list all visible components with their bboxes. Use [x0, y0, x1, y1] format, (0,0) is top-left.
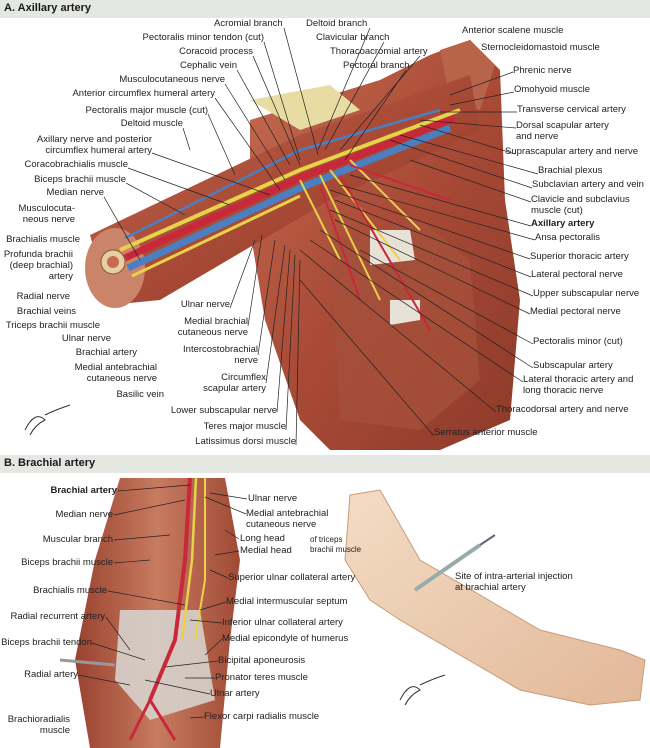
arm-illustration [85, 75, 480, 331]
label-clavicle-subclavius: Clavicle and subclavius muscle (cut) [531, 194, 630, 216]
label-cephalic-vein: Cephalic vein [179, 60, 237, 71]
label-pectoralis-major-muscle: Pectoralis major muscle (cut) [85, 105, 208, 116]
label-phrenic-nerve: Phrenic nerve [513, 65, 572, 76]
label-omohyoid-muscle: Omohyoid muscle [514, 84, 591, 95]
label-superior-thoracic-artery: Superior thoracic artery [530, 251, 629, 262]
label-serratus-anterior-muscle: Serratus anterior muscle [434, 427, 538, 438]
label-biceps-brachii-tendon: Biceps brachii tendon [1, 637, 92, 648]
label-latissimus-dorsi-muscle: Latissimus dorsi muscle [195, 436, 296, 447]
label-median-nerve: Median nerve [55, 509, 113, 520]
section-b-header: B. Brachial artery [0, 455, 650, 473]
label-thoracodorsal-artery: Thoracodorsal artery and nerve [496, 404, 629, 415]
label-of-triceps: of triceps brachii muscle [310, 535, 362, 554]
label-thoracoacromial-artery: Thoracoacromial artery [330, 46, 428, 57]
label-bicipital-aponeurosis: Bicipital aponeurosis [218, 655, 306, 666]
label-anterior-scalene-muscle: Anterior scalene muscle [462, 25, 564, 36]
label-axillary-nerve: Axillary nerve and posterior circumflex … [36, 134, 152, 156]
label-brachialis-muscle: Brachialis muscle [33, 585, 107, 596]
netter-signature [24, 404, 446, 706]
label-long-head: Long head [240, 533, 285, 544]
label-lateral-thoracic-artery: Lateral thoracic artery and long thoraci… [523, 374, 634, 396]
label-dorsal-scapular-artery: Dorsal scapular artery and nerve [516, 120, 609, 142]
label-ulnar-nerve-left: Ulnar nerve [61, 333, 111, 344]
label-coracoid-process: Coracoid process [179, 46, 253, 57]
label-basilic-vein: Basilic vein [116, 389, 164, 400]
label-transverse-cervical-artery: Transverse cervical artery [517, 104, 626, 115]
label-brachial-veins: Brachial veins [16, 306, 76, 317]
label-pectoralis-minor: Pectoralis minor (cut) [533, 336, 623, 347]
label-teres-major-muscle: Teres major muscle [203, 421, 286, 432]
label-medial-pectoral-nerve: Medial pectoral nerve [530, 306, 621, 317]
label-medial-intermuscular-septum: Medial intermuscular septum [226, 596, 348, 607]
label-acromial-branch: Acromial branch [214, 18, 283, 29]
label-medial-head: Medial head [240, 545, 292, 556]
label-intercostobrachial-nerve: Intercostobrachial nerve [183, 344, 258, 366]
label-upper-subscapular-nerve: Upper subscapular nerve [533, 288, 640, 299]
label-brachial-plexus: Brachial plexus [538, 165, 603, 176]
label-median-nerve: Median nerve [46, 187, 104, 198]
label-anterior-circumflex-humeral-artery: Anterior circumflex humeral artery [72, 88, 215, 99]
label-flexor-carpi-radialis-muscle: Flexor carpi radialis muscle [204, 711, 320, 722]
label-muscular-branch: Muscular branch [42, 534, 113, 545]
label-deltoid-branch: Deltoid branch [306, 18, 368, 29]
label-deltoid-muscle: Deltoid muscle [120, 118, 183, 129]
label-injection-site: Site of intra-arterial injection at brac… [455, 571, 573, 593]
label-clavicular-branch: Clavicular branch [316, 32, 390, 43]
label-radial-artery: Radial artery [24, 669, 78, 680]
section-a-header: A. Axillary artery [0, 0, 650, 18]
leader-lines-a [103, 27, 539, 446]
leader-lines-b [77, 484, 248, 719]
label-musculocutaneous-nerve: Musculocutaneous nerve [119, 74, 225, 85]
label-ulnar-nerve: Ulnar nerve [248, 493, 298, 504]
label-coracobrachialis-muscle: Coracobrachialis muscle [24, 159, 128, 170]
label-brachial-artery: Brachial artery [75, 347, 137, 358]
label-medial-antebrachial-cutaneous-nerve: Medial antebrachial cutaneous nerve [74, 362, 157, 384]
label-brachioradialis-muscle: Brachioradialis muscle [7, 714, 70, 736]
label-superior-ulnar-collateral-artery: Superior ulnar collateral artery [228, 572, 356, 583]
label-medial-brachial-cutaneous-nerve: Medial brachial cutaneous nerve [177, 316, 248, 338]
label-ulnar-artery: Ulnar artery [210, 688, 260, 699]
label-circumflex-scapular-artery: Circumflex scapular artery [203, 372, 266, 394]
label-inferior-ulnar-collateral-artery: Inferior ulnar collateral artery [222, 617, 343, 628]
label-musculocutaneous-nerve-2: Musculocuta- neous nerve [18, 203, 76, 225]
label-brachial-artery: Brachial artery [50, 485, 117, 496]
forearm-injection-illustration [344, 489, 646, 706]
label-biceps-brachii-muscle: Biceps brachii muscle [21, 557, 113, 568]
label-profunda-brachii: Profunda brachii (deep brachial) artery [3, 249, 73, 282]
label-lateral-pectoral-nerve: Lateral pectoral nerve [531, 269, 623, 280]
label-triceps-brachii-muscle: Triceps brachii muscle [5, 320, 100, 331]
elbow-illustration [59, 477, 240, 748]
label-axillary-artery: Axillary artery [531, 218, 595, 229]
label-brachialis-muscle: Brachialis muscle [6, 234, 80, 245]
section-b-title: B. Brachial artery [4, 457, 96, 469]
label-sternocleidomastoid-muscle: Sternocleidomastoid muscle [481, 42, 600, 53]
label-subclavian-artery-vein: Subclavian artery and vein [532, 179, 644, 190]
label-biceps-brachii-muscle: Biceps brachii muscle [34, 174, 126, 185]
label-pectoral-branch: Pectoral branch [343, 60, 410, 71]
label-pectoralis-minor-tendon: Pectoralis minor tendon (cut) [142, 32, 264, 43]
section-a-title: A. Axillary artery [4, 2, 92, 14]
label-radial-nerve: Radial nerve [16, 291, 70, 302]
label-medial-epicondyle: Medial epicondyle of humerus [222, 633, 349, 644]
label-suprascapular-artery: Suprascapular artery and nerve [505, 146, 639, 157]
label-pronator-teres-muscle: Pronator teres muscle [215, 672, 308, 683]
label-lower-subscapular-nerve: Lower subscapular nerve [170, 405, 277, 416]
label-subscapular-artery: Subscapular artery [533, 360, 613, 371]
label-radial-recurrent-artery: Radial recurrent artery [10, 611, 105, 622]
label-ansa-pectoralis: Ansa pectoralis [535, 232, 600, 243]
label-medial-antebrachial-cutaneous-nerve: Medial antebrachial cutaneous nerve [246, 508, 329, 530]
label-ulnar-nerve-mid: Ulnar nerve [180, 299, 230, 310]
